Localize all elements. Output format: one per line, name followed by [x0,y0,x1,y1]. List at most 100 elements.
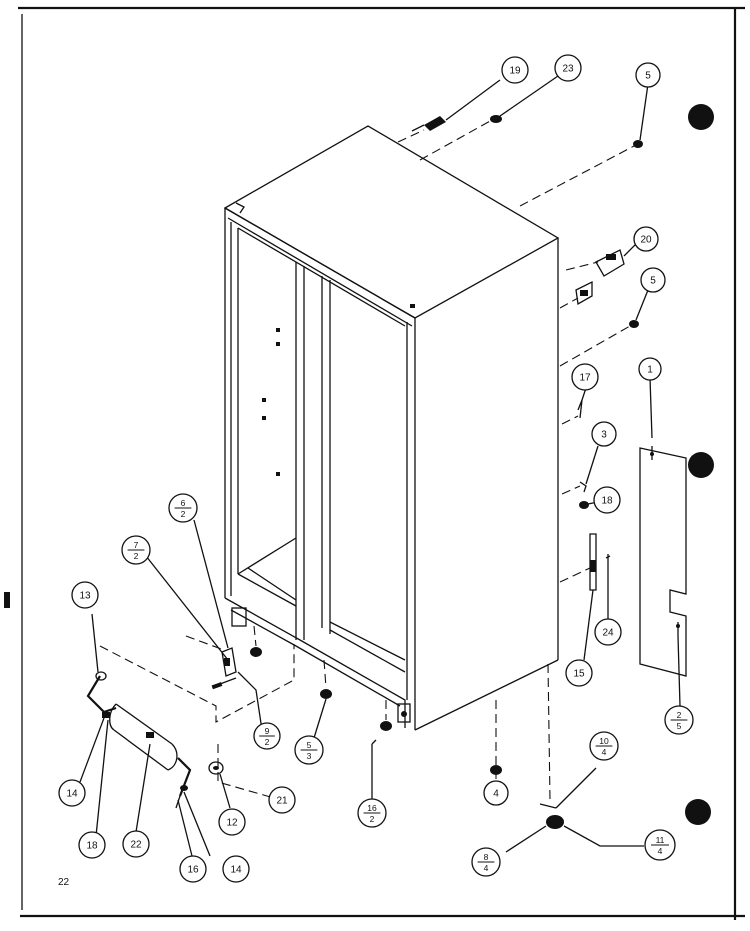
screw-part-2-5 [676,622,681,707]
cabinet-body [223,125,560,731]
fraction-bottom: 2 [370,814,375,824]
fraction-bottom: 2 [181,509,186,519]
callout-label: 15 [573,669,585,680]
leader-5-top [519,145,635,207]
hinge-pin-part-15 [583,533,597,661]
callout-19: 19 [501,56,529,84]
callout-label: 13 [79,591,91,602]
glide-part-5-3 [313,689,332,739]
callout-17: 17 [571,363,599,391]
fraction-bottom: 5 [677,721,682,731]
callout-label: 14 [230,865,242,876]
grommet-part-23 [490,75,559,123]
callout-18: 18 [78,831,106,859]
callout-14: 14 [58,779,86,807]
panel-part-1 [639,377,687,677]
callout-label: 18 [86,841,98,852]
callout-14: 14 [222,855,250,883]
leader-19 [397,129,425,143]
fraction-bottom: 4 [658,846,663,856]
callout-22: 22 [122,830,150,858]
callout-label: 19 [509,66,521,77]
fraction-bottom: 2 [134,551,139,561]
callout-24: 24 [594,618,622,646]
callout-18: 18 [593,486,621,514]
callout-4: 4 [483,780,509,806]
callout-label: 20 [640,235,652,246]
callout-label: 12 [226,818,238,829]
callout-1: 1 [638,357,662,381]
fraction-callout-2-5: 25 [664,705,694,735]
fraction-top: 16 [367,803,377,813]
screw-part-5-top [633,83,649,148]
screw-part-10-4 [539,803,557,809]
callout-label: 18 [601,496,613,507]
leader-15 [559,567,591,583]
callout-5: 5 [640,267,666,293]
fraction-callout-10-4: 104 [589,731,619,761]
leader-tube-assembly [99,644,295,723]
grommet-part-21-12 [208,761,231,809]
glide-part-16-2 [371,721,392,800]
fraction-callout-6-2: 62 [168,493,198,523]
fraction-bottom: 4 [602,747,607,757]
clip-part-17 [577,387,587,419]
callout-label: 22 [130,840,142,851]
callout-label: 1 [647,365,653,376]
callout-label: 5 [645,71,651,82]
fraction-top: 8 [484,852,489,862]
roller-part-8-4 [505,815,564,853]
callout-5: 5 [635,62,661,88]
fraction-callout-5-3: 53 [294,735,324,765]
callout-16: 16 [179,855,207,883]
bracket-part-6-2 [193,519,237,677]
left-edge-mark [4,592,10,608]
fraction-top: 10 [599,736,609,746]
callout-label: 4 [493,789,499,800]
fraction-top: 6 [181,498,186,508]
callout-15: 15 [565,659,593,687]
leader-5-3 [323,659,327,689]
callout-12: 12 [218,808,246,836]
callout-label: 5 [650,276,656,287]
fraction-top: 5 [307,740,312,750]
fraction-callout-9-2: 92 [253,722,281,750]
screw-part-7-2 [145,555,237,690]
leader-21 [217,744,275,799]
callout-13: 13 [71,581,99,609]
fraction-callout-11-4: 114 [644,829,676,861]
callout-label: 21 [276,796,288,807]
page-number: 22 [58,877,70,888]
grommet-part-below-base [250,647,262,657]
callout-label: 16 [187,865,199,876]
fraction-callout-8-4: 84 [471,847,501,877]
fraction-top: 2 [677,710,682,720]
fraction-top: 11 [656,835,665,845]
bolt-part-9-2 [237,671,263,731]
callout-label: 3 [601,430,607,441]
fraction-callout-7-2: 72 [121,535,151,565]
screw-part-24 [605,554,611,620]
leader-20a [565,261,599,271]
binder-hole-bottom [685,799,711,825]
binder-hole-top [688,104,714,130]
fraction-top: 7 [134,540,139,550]
leader-3 [561,485,581,495]
leader-base-grommet [253,625,257,647]
leader-17 [561,415,579,425]
fraction-top: 9 [265,726,270,736]
screw-part-5-mid [629,289,649,328]
callout-label: 14 [66,789,78,800]
drain-fitting-part-19 [411,79,501,132]
tube-assembly [79,613,211,857]
leader-5-mid [559,325,631,367]
fraction-callout-16-2: 162 [357,798,387,828]
fraction-bottom: 4 [484,863,489,873]
hinge-part-20 [575,243,637,306]
callout-label: 23 [562,64,574,75]
callout-21: 21 [268,786,296,814]
leader-10-4 [547,663,551,801]
